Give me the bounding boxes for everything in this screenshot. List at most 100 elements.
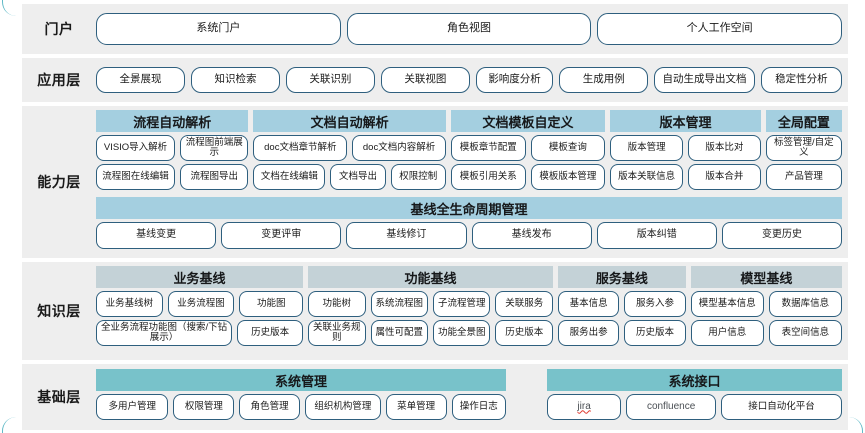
capability-item-visio-import[interactable]: VISIO导入解析 [96, 135, 176, 161]
application-item-1[interactable]: 知识检索 [190, 67, 280, 93]
portal-item-0[interactable]: 系统门户 [96, 13, 341, 45]
layer-body-infrastructure: 系统管理 多用户管理 权限管理 角色管理 组织机构管理 菜单管理 操作日志 系统… [96, 364, 848, 420]
capability-item-template-reference[interactable]: 模板引用关系 [450, 164, 526, 190]
knowledge-item-tablespace-info[interactable]: 表空间信息 [768, 320, 842, 346]
capability-baseline-block: 基线全生命周期管理 基线变更 变更评审 基线修订 基线发布 版本纠错 变更历史 [96, 197, 843, 249]
capability-item-flow-export[interactable]: 流程图导出 [180, 164, 249, 190]
capability-item-doc-export[interactable]: 文档导出 [330, 164, 386, 190]
portal-item-2[interactable]: 个人工作空间 [597, 13, 843, 45]
application-item-7[interactable]: 稳定性分析 [760, 67, 843, 93]
layer-label-portal: 门户 [44, 21, 74, 37]
knowledge-group-2-title: 服务基线 [557, 266, 686, 288]
infrastructure-groups: 系统管理 多用户管理 权限管理 角色管理 组织机构管理 菜单管理 操作日志 系统… [96, 369, 843, 420]
baseline-item-0[interactable]: 基线变更 [96, 222, 217, 249]
layer-band-application: 应用层 全景展现 知识检索 关联识别 关联视图 影响度分析 生成用例 自动生成导… [22, 58, 848, 102]
capability-group-0-title: 流程自动解析 [96, 110, 249, 132]
baseline-item-1[interactable]: 变更评审 [221, 222, 342, 249]
knowledge-item-service-output-param[interactable]: 服务出参 [557, 320, 620, 346]
baseline-item-3[interactable]: 基线发布 [471, 222, 592, 249]
capability-item-version-relation-info[interactable]: 版本关联信息 [610, 164, 683, 190]
knowledge-item-history-version-service[interactable]: 历史版本 [624, 320, 686, 346]
knowledge-item-related-service[interactable]: 关联服务 [495, 291, 553, 317]
capability-group-3: 版本管理 版本管理 版本比对 版本关联信息 版本合并 [610, 110, 761, 190]
infrastructure-item-menu-mgmt[interactable]: 菜单管理 [385, 394, 447, 420]
knowledge-item-database-info[interactable]: 数据库信息 [768, 291, 842, 317]
knowledge-item-model-basic-info[interactable]: 模型基本信息 [690, 291, 764, 317]
knowledge-item-history-version-business[interactable]: 历史版本 [237, 320, 304, 346]
layer-label-application: 应用层 [37, 72, 81, 88]
capability-group-1-title: 文档自动解析 [253, 110, 446, 132]
knowledge-group-3-row1: 模型基本信息 数据库信息 [690, 291, 842, 317]
capability-item-template-chapter-config[interactable]: 模板章节配置 [450, 135, 526, 161]
infrastructure-item-jira[interactable]: jira [546, 394, 622, 420]
knowledge-item-related-business-rule[interactable]: 关联业务规则 [308, 320, 366, 346]
knowledge-group-0-title: 业务基线 [96, 266, 304, 288]
infrastructure-group-1-title: 系统接口 [546, 369, 842, 391]
capability-group-2: 文档模板自定义 模板章节配置 模板查询 模板引用关系 模板版本管理 [450, 110, 606, 190]
jira-label: jira [577, 400, 591, 412]
knowledge-group-1: 功能基线 功能树 系统流程图 子流程管理 关联服务 关联业务规则 属性可配置 功… [308, 266, 553, 346]
layer-label-knowledge: 知识层 [37, 303, 81, 319]
knowledge-item-user-info[interactable]: 用户信息 [690, 320, 764, 346]
infrastructure-item-api-automation-platform[interactable]: 接口自动化平台 [721, 394, 843, 420]
knowledge-item-attribute-configurable[interactable]: 属性可配置 [370, 320, 428, 346]
application-item-2[interactable]: 关联识别 [285, 67, 375, 93]
layer-body-knowledge: 业务基线 业务基线树 业务流程图 功能图 全业务流程功能图（搜索/下钻展示） 历… [96, 262, 848, 346]
capability-item-product-management[interactable]: 产品管理 [765, 164, 842, 190]
capability-item-flow-online-edit[interactable]: 流程图在线编辑 [96, 164, 176, 190]
capability-item-template-query[interactable]: 模板查询 [530, 135, 606, 161]
capability-group-4-row2: 产品管理 [765, 164, 842, 190]
knowledge-groups: 业务基线 业务基线树 业务流程图 功能图 全业务流程功能图（搜索/下钻展示） 历… [96, 266, 842, 346]
capability-item-flow-frontend-display[interactable]: 流程图前端展示 [180, 135, 249, 161]
portal-item-1[interactable]: 角色视图 [346, 13, 592, 45]
capability-item-permission-control[interactable]: 权限控制 [390, 164, 446, 190]
capability-item-doc-online-edit[interactable]: 文档在线编辑 [253, 164, 326, 190]
capability-item-template-version-mgmt[interactable]: 模板版本管理 [530, 164, 606, 190]
knowledge-item-basic-info[interactable]: 基本信息 [557, 291, 620, 317]
capability-baseline-title: 基线全生命周期管理 [96, 197, 842, 219]
baseline-item-4[interactable]: 版本纠错 [596, 222, 717, 249]
infrastructure-item-org-structure-mgmt[interactable]: 组织机构管理 [305, 394, 381, 420]
capability-item-version-mgmt[interactable]: 版本管理 [610, 135, 683, 161]
application-item-6[interactable]: 自动生成导出文档 [654, 67, 755, 93]
knowledge-item-service-input-param[interactable]: 服务入参 [624, 291, 686, 317]
application-item-5[interactable]: 生成用例 [559, 67, 649, 93]
infrastructure-item-role-mgmt[interactable]: 角色管理 [239, 394, 301, 420]
infrastructure-item-operation-log[interactable]: 操作日志 [451, 394, 506, 420]
capability-group-2-row1: 模板章节配置 模板查询 [450, 135, 606, 161]
application-item-0[interactable]: 全景展现 [96, 67, 185, 93]
capability-group-3-row1: 版本管理 版本比对 [610, 135, 761, 161]
capability-item-tag-management[interactable]: 标签管理/自定义 [765, 135, 842, 161]
knowledge-item-system-flowchart[interactable]: 系统流程图 [370, 291, 428, 317]
layer-body-portal: 系统门户 角色视图 个人工作空间 [96, 13, 848, 45]
infrastructure-item-permission-mgmt[interactable]: 权限管理 [173, 394, 235, 420]
knowledge-item-function-diagram[interactable]: 功能图 [239, 291, 304, 317]
knowledge-item-business-baseline-tree[interactable]: 业务基线树 [96, 291, 163, 317]
capability-item-version-compare[interactable]: 版本比对 [688, 135, 761, 161]
application-item-3[interactable]: 关联视图 [380, 67, 470, 93]
baseline-item-5[interactable]: 变更历史 [721, 222, 843, 249]
knowledge-item-history-version-function[interactable]: 历史版本 [495, 320, 553, 346]
capability-item-version-merge[interactable]: 版本合并 [688, 164, 761, 190]
application-items-row: 全景展现 知识检索 关联识别 关联视图 影响度分析 生成用例 自动生成导出文档 … [96, 67, 843, 93]
infrastructure-item-multi-user-mgmt[interactable]: 多用户管理 [96, 394, 169, 420]
knowledge-item-function-panorama[interactable]: 功能全景图 [433, 320, 491, 346]
baseline-item-2[interactable]: 基线修订 [346, 222, 467, 249]
capability-group-1-row2: 文档在线编辑 文档导出 权限控制 [253, 164, 446, 190]
capability-item-doc-content-parse[interactable]: doc文档内容解析 [352, 135, 446, 161]
application-item-4[interactable]: 影响度分析 [475, 67, 554, 93]
infrastructure-group-0-items: 多用户管理 权限管理 角色管理 组织机构管理 菜单管理 操作日志 [96, 394, 506, 420]
knowledge-group-1-row2: 关联业务规则 属性可配置 功能全景图 历史版本 [308, 320, 553, 346]
infrastructure-item-confluence[interactable]: confluence [626, 394, 717, 420]
layer-body-capability: 流程自动解析 VISIO导入解析 流程图前端展示 流程图在线编辑 流程图导出 文… [96, 106, 848, 249]
capability-group-0: 流程自动解析 VISIO导入解析 流程图前端展示 流程图在线编辑 流程图导出 [96, 110, 249, 190]
knowledge-item-business-flowchart[interactable]: 业务流程图 [167, 291, 235, 317]
knowledge-item-full-business-flow-function-diagram[interactable]: 全业务流程功能图（搜索/下钻展示） [96, 320, 233, 346]
capability-groups: 流程自动解析 VISIO导入解析 流程图前端展示 流程图在线编辑 流程图导出 文… [96, 110, 842, 190]
capability-group-3-title: 版本管理 [610, 110, 761, 132]
knowledge-item-subprocess-mgmt[interactable]: 子流程管理 [433, 291, 491, 317]
layer-label-infrastructure: 基础层 [37, 389, 81, 405]
capability-item-doc-chapter-parse[interactable]: doc文档章节解析 [253, 135, 348, 161]
knowledge-item-function-tree[interactable]: 功能树 [308, 291, 366, 317]
